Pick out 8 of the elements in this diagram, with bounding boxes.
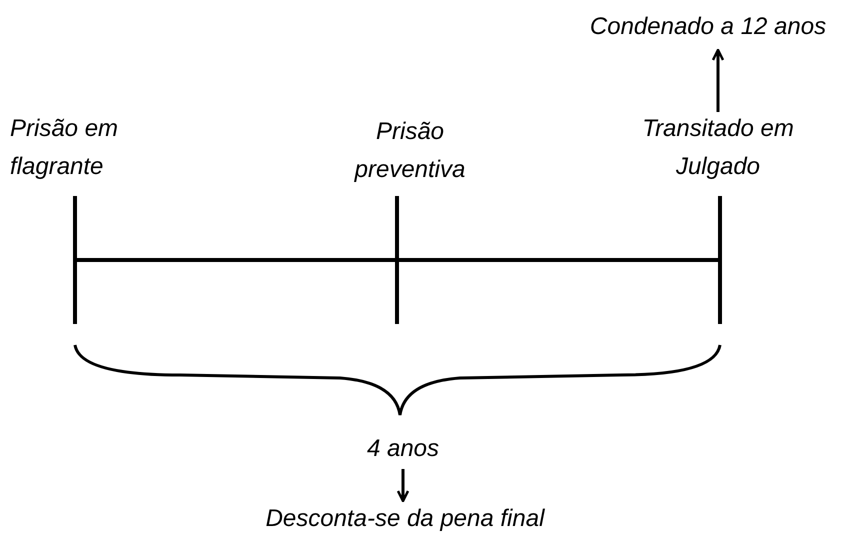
timeline-label: Prisão em flagrante bbox=[10, 110, 160, 186]
timeline-label: Transitado em Julgado bbox=[628, 110, 808, 186]
timeline-label: Desconta-se da pena final bbox=[205, 500, 605, 534]
arrow bbox=[712, 48, 724, 112]
timeline-label: 4 anos bbox=[343, 430, 463, 468]
arrow bbox=[396, 469, 410, 502]
timeline-label: Prisão preventiva bbox=[330, 113, 490, 189]
timeline-label: Condenado a 12 anos bbox=[560, 8, 856, 46]
